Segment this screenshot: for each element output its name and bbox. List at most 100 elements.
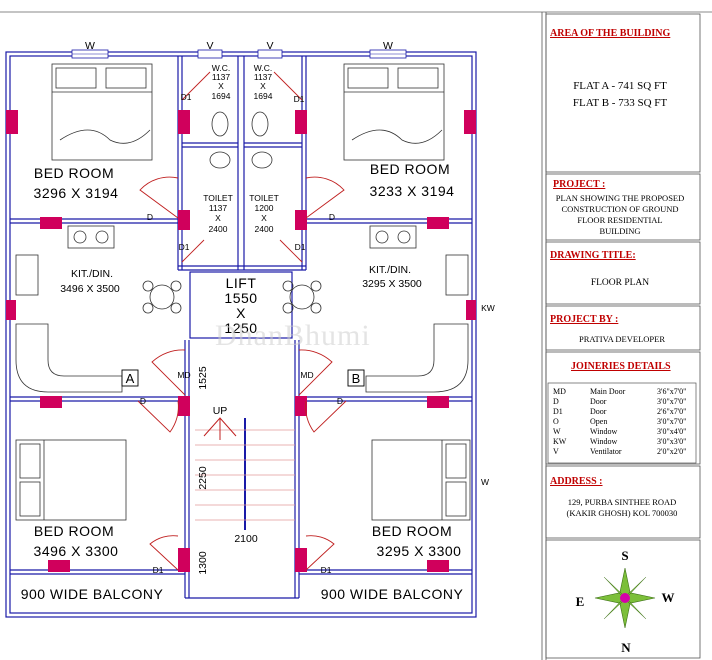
door-swings: [137, 71, 347, 571]
joinery-type: Window: [590, 427, 617, 436]
bed-b-top-name: BED ROOM: [370, 161, 450, 177]
wc-b-h: 1694: [254, 91, 273, 101]
project-by-label: PROJECT BY :: [550, 314, 618, 325]
joinery-type: Ventilator: [590, 447, 622, 456]
d1-label-b-wc: D1: [294, 94, 305, 104]
project-line-4: BUILDING: [599, 226, 640, 236]
dim-1525: 1525: [197, 366, 209, 390]
joinery-size: 2'6"x7'0": [657, 407, 686, 416]
outer-walls: [5, 51, 477, 618]
compass-e: E: [576, 594, 585, 609]
bed-b-bottom-size: 3295 X 3300: [377, 543, 462, 559]
toilet-b-x: X: [261, 213, 267, 223]
project-line-1: PLAN SHOWING THE PROPOSED: [556, 193, 685, 203]
md-label-b: MD: [300, 370, 313, 380]
furniture: [15, 63, 471, 521]
joinery-size: 3'0"x3'0": [657, 437, 686, 446]
drawing-title: FLOOR PLAN: [591, 278, 649, 288]
address-label: ADDRESS :: [550, 476, 603, 487]
toilet-a-w: 1137: [209, 203, 228, 213]
joinery-code: D1: [553, 407, 563, 416]
flat-b-tag: B: [352, 371, 361, 386]
toilet-b-name: TOILET: [249, 193, 279, 203]
d1-label-b-toilet: D1: [295, 242, 306, 252]
bed-a-bottom-name: BED ROOM: [34, 523, 114, 539]
d1-label-a-balcony: D1: [153, 565, 164, 575]
columns: [6, 110, 476, 572]
kit-a-size: 3496 X 3500: [60, 283, 120, 295]
joinery-size: 3'0"x4'0": [657, 427, 686, 436]
area-title: AREA OF THE BUILDING: [550, 28, 671, 39]
dim-1300: 1300: [197, 551, 209, 575]
joineries-table: [547, 382, 697, 464]
project-line-3: FLOOR RESIDENTIAL: [577, 215, 662, 225]
joinery-code: D: [553, 397, 559, 406]
wc-a-w: 1137: [212, 72, 231, 82]
address-line-2: (KAKIR GHOSH) KOL 700030: [567, 508, 678, 518]
bed-a-top-name: BED ROOM: [34, 165, 114, 181]
kit-b-size: 3295 X 3500: [362, 278, 422, 290]
joinery-type: Door: [590, 407, 607, 416]
d1-label-a-toilet: D1: [179, 242, 190, 252]
sidebar-frame: [541, 12, 701, 660]
joinery-size: 3'0"x7'0": [657, 397, 686, 406]
watermark: DhanBhumi: [215, 319, 371, 352]
toilet-a-name: TOILET: [203, 193, 233, 203]
compass-s: S: [621, 548, 628, 563]
bed-b-top-size: 3233 X 3194: [370, 183, 455, 199]
d-label-b-lower: D: [337, 396, 343, 406]
joinery-code: O: [553, 417, 559, 426]
compass-w: W: [662, 590, 675, 605]
bed-a-bottom-size: 3496 X 3300: [34, 543, 119, 559]
joinery-type: Door: [590, 397, 607, 406]
wc-b-w: 1137: [254, 72, 273, 82]
project-by: PRATIVA DEVELOPER: [579, 334, 665, 344]
joinery-code: KW: [553, 437, 567, 446]
joinery-code: W: [553, 427, 561, 436]
lift-w: 1550: [224, 290, 257, 306]
door-label-b: D: [329, 212, 335, 222]
toilet-a-x: X: [215, 213, 221, 223]
joinery-size: 3'6"x7'0": [657, 387, 686, 396]
joinery-size: 2'0"x2'0": [657, 447, 686, 456]
ventilator-label-left: V: [206, 40, 213, 52]
wc-b-name: W.C.: [254, 63, 272, 73]
joinery-type: Open: [590, 417, 607, 426]
wc-b-x: X: [260, 81, 266, 91]
dim-2100: 2100: [234, 533, 258, 545]
flat-a-area: FLAT A - 741 SQ FT: [573, 80, 667, 92]
d1-label-b-balcony: D1: [321, 565, 332, 575]
interior-walls: [10, 56, 472, 599]
staircase: [195, 417, 295, 530]
stair-up-label: UP: [213, 405, 228, 417]
joinery-code: MD: [553, 387, 566, 396]
joineries-title: JOINERIES DETAILS: [571, 361, 671, 372]
flat-a-tag-box: [121, 369, 139, 387]
compass-rose-icon: [594, 567, 656, 629]
toilet-a-h: 2400: [209, 224, 228, 234]
balcony-a-label: 900 WIDE BALCONY: [21, 586, 164, 602]
drawing-title-label: DRAWING TITLE:: [550, 250, 636, 261]
joinery-size: 3'0"x7'0": [657, 417, 686, 426]
ventilator-label-right: V: [266, 40, 273, 52]
toilet-b-w: 1200: [255, 203, 274, 213]
window-label-top-left: W: [85, 40, 95, 52]
project-line-2: CONSTRUCTION OF GROUND: [561, 204, 678, 214]
joinery-type: Window: [590, 437, 617, 446]
d-label-a-lower: D: [140, 396, 146, 406]
flat-b-tag-box: [347, 369, 365, 387]
joinery-type: Main Door: [590, 387, 626, 396]
compass-n: N: [621, 640, 631, 655]
project-title: PROJECT :: [553, 179, 605, 190]
md-label-a: MD: [177, 370, 190, 380]
flat-b-area: FLAT B - 733 SQ FT: [573, 97, 668, 109]
joineries-rows: MD Main Door 3'6"x7'0" D Door 3'0"x7'0" …: [553, 387, 686, 456]
flat-a-tag: A: [126, 371, 135, 386]
joinery-code: V: [553, 447, 559, 456]
d1-label-a-wc: D1: [181, 92, 192, 102]
kw-label: KW: [481, 303, 495, 313]
wc-a-h: 1694: [212, 91, 231, 101]
lift-x: X: [236, 305, 246, 321]
address-line-1: 129, PURBA SINTHEE ROAD: [568, 497, 677, 507]
